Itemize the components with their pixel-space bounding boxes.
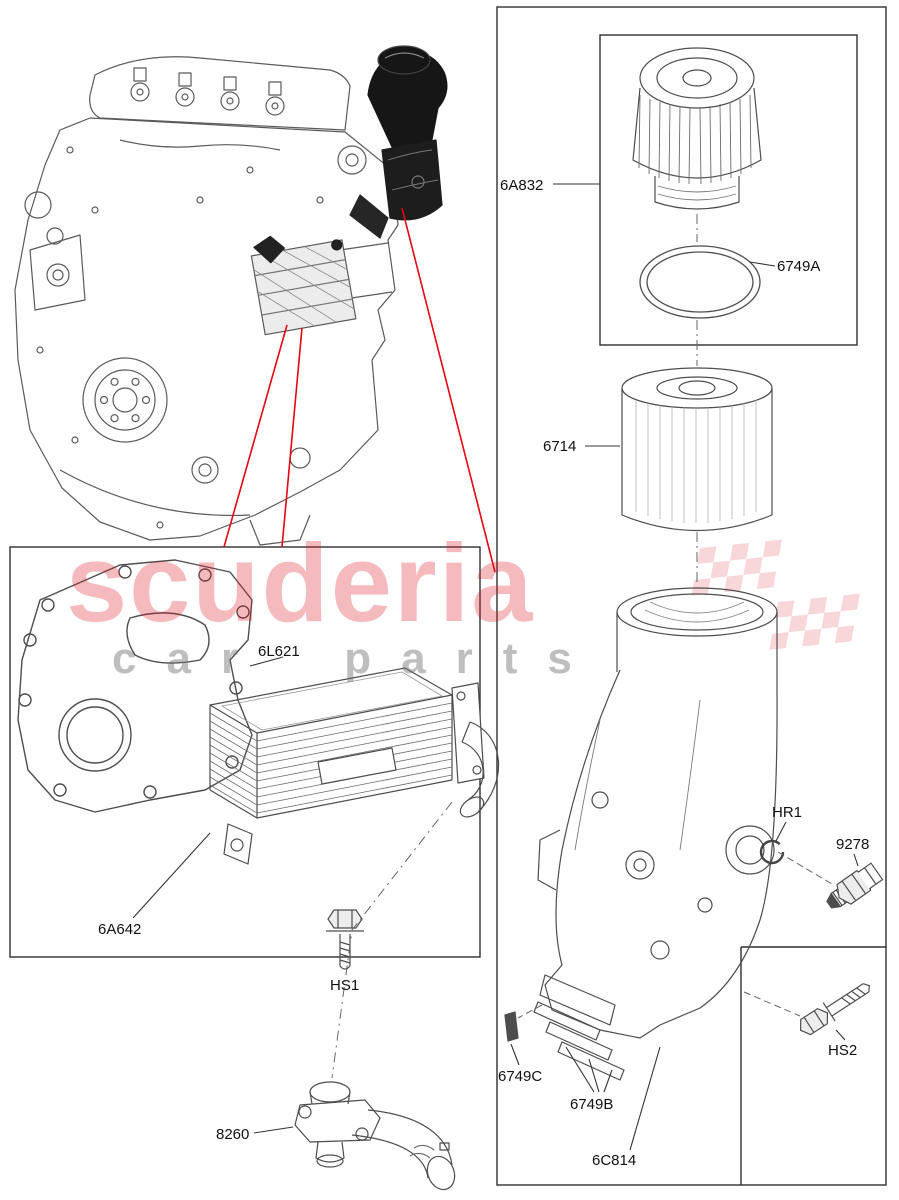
part-label-6749B: 6749B	[570, 1096, 614, 1113]
part-label-6C814: 6C814	[592, 1152, 637, 1169]
retainer-ring-drawing	[759, 839, 785, 865]
part-label-6749A: 6749A	[777, 258, 821, 275]
part-label-HS1: HS1	[330, 977, 360, 994]
group-boxes	[9, 6, 887, 1186]
filter-element-drawing	[621, 367, 773, 532]
engine-illustration	[14, 45, 448, 546]
bolt-hs2-drawing	[800, 983, 871, 1036]
housing-seal-strips-drawing	[533, 1001, 625, 1081]
callout-cooler-to-box-1	[223, 324, 288, 548]
cap-oring-box	[599, 34, 858, 346]
cap-oring-drawing	[639, 245, 761, 319]
part-label-8260: 8260	[216, 1126, 250, 1143]
filter-housing-drawing	[504, 587, 778, 1081]
filter-housing-on-engine	[349, 45, 448, 239]
cooler-gasket-box	[9, 546, 481, 958]
filter-cap-drawing	[632, 47, 762, 210]
part-label-6L621: 6L621	[258, 643, 300, 660]
leader-lines	[132, 183, 859, 1151]
red-callout-lines	[223, 207, 496, 573]
part-label-6A642: 6A642	[98, 921, 142, 938]
oil-cooler-drawing	[209, 667, 499, 865]
part-label-9278: 9278	[836, 836, 870, 853]
oil-cooler-on-engine	[250, 235, 357, 336]
callout-cooler-to-box-2	[281, 327, 303, 548]
pressure-sensor-drawing	[826, 862, 884, 909]
part-label-HR1: HR1	[772, 804, 803, 821]
part-label-6749C: 6749C	[498, 1068, 543, 1085]
part-label-6714: 6714	[543, 438, 577, 455]
part-label-HS2: HS2	[828, 1042, 858, 1059]
thermostat-drawing	[294, 1081, 456, 1191]
cooler-gasket-drawing	[17, 559, 253, 813]
bolt-hs1-drawing	[326, 909, 364, 970]
part-label-6A832: 6A832	[500, 177, 544, 194]
callout-housing-to-box	[401, 207, 496, 573]
housing-pin-drawing	[504, 1011, 519, 1042]
checkered-flag-watermark	[691, 539, 860, 650]
right-assembly-box	[496, 6, 887, 1186]
dashed-assembly-lines	[331, 801, 833, 1079]
